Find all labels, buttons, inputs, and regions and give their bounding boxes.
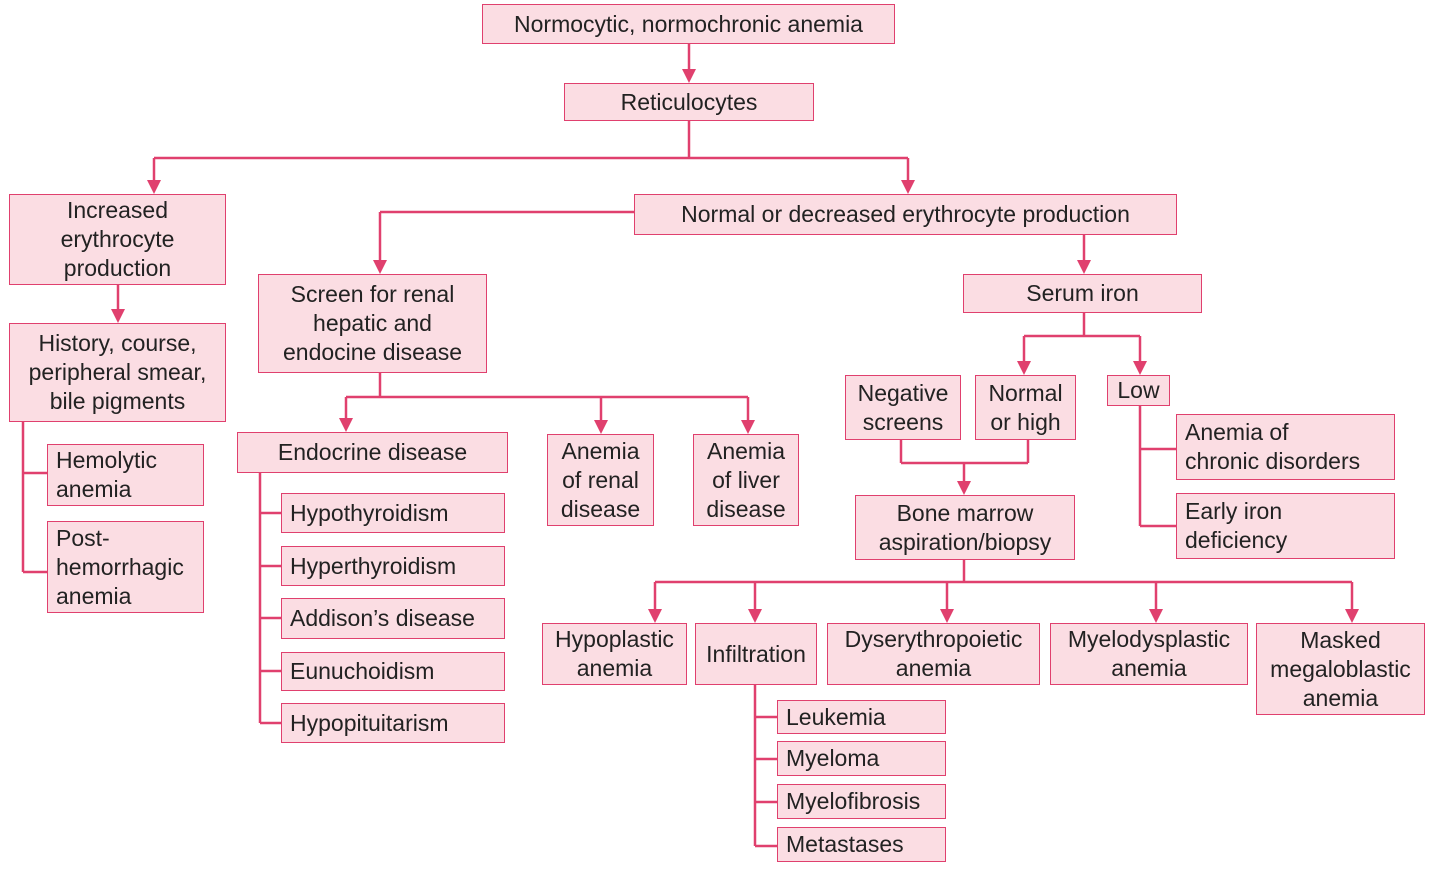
node-infiltration: Infiltration (695, 623, 817, 685)
node-hypothyroidism: Hypothyroidism (281, 493, 505, 533)
node-normal-decreased: Normal or decreased erythrocyte producti… (634, 194, 1177, 235)
node-metastases: Metastases (777, 827, 946, 862)
node-low: Low (1107, 375, 1170, 406)
arrowhead (373, 260, 387, 274)
node-post-hemorrhagic: Post- hemorrhagic anemia (47, 521, 204, 613)
arrowhead (339, 418, 353, 432)
arrowhead (1133, 361, 1147, 375)
arrowhead (111, 309, 125, 323)
node-addisons: Addison’s disease (281, 598, 505, 639)
node-hemolytic: Hemolytic anemia (47, 444, 204, 506)
arrowhead (1345, 609, 1359, 623)
node-increased-production: Increased erythrocyte production (9, 194, 226, 285)
node-leukemia: Leukemia (777, 700, 946, 734)
node-dyserythropoietic: Dyserythropoietic anemia (827, 623, 1040, 685)
arrowhead (957, 481, 971, 495)
node-hypopituitarism: Hypopituitarism (281, 703, 505, 743)
arrowhead (741, 420, 755, 434)
arrowhead (1149, 609, 1163, 623)
node-myelofibrosis: Myelofibrosis (777, 784, 946, 819)
node-bone-marrow: Bone marrow aspiration/biopsy (855, 495, 1075, 560)
arrowhead (1017, 361, 1031, 375)
node-early-iron: Early iron deficiency (1176, 493, 1395, 559)
node-chronic-disorders: Anemia of chronic disorders (1176, 414, 1395, 480)
node-normal-high: Normal or high (975, 375, 1076, 440)
arrowhead (748, 609, 762, 623)
node-liver-anemia: Anemia of liver disease (693, 434, 799, 526)
node-reticulocytes: Reticulocytes (564, 83, 814, 121)
arrowhead (901, 180, 915, 194)
node-masked-megaloblastic: Masked megaloblastic anemia (1256, 623, 1425, 715)
arrowhead (594, 420, 608, 434)
arrowhead (1077, 260, 1091, 274)
node-myelodysplastic: Myelodysplastic anemia (1050, 623, 1248, 685)
node-root: Normocytic, normochronic anemia (482, 4, 895, 44)
node-renal-anemia: Anemia of renal disease (547, 434, 654, 526)
node-hypoplastic: Hypoplastic anemia (542, 623, 687, 685)
node-myeloma: Myeloma (777, 741, 946, 776)
arrowhead (147, 180, 161, 194)
node-screen: Screen for renal hepatic and endocine di… (258, 274, 487, 373)
node-eunuchoidism: Eunuchoidism (281, 652, 505, 691)
node-endocrine: Endocrine disease (237, 432, 508, 473)
node-hyperthyroidism: Hyperthyroidism (281, 546, 505, 586)
arrowhead (648, 609, 662, 623)
node-negative-screens: Negative screens (845, 375, 961, 440)
node-history: History, course, peripheral smear, bile … (9, 323, 226, 422)
node-serum-iron: Serum iron (963, 274, 1202, 313)
arrowhead (940, 609, 954, 623)
arrowhead (682, 69, 696, 83)
